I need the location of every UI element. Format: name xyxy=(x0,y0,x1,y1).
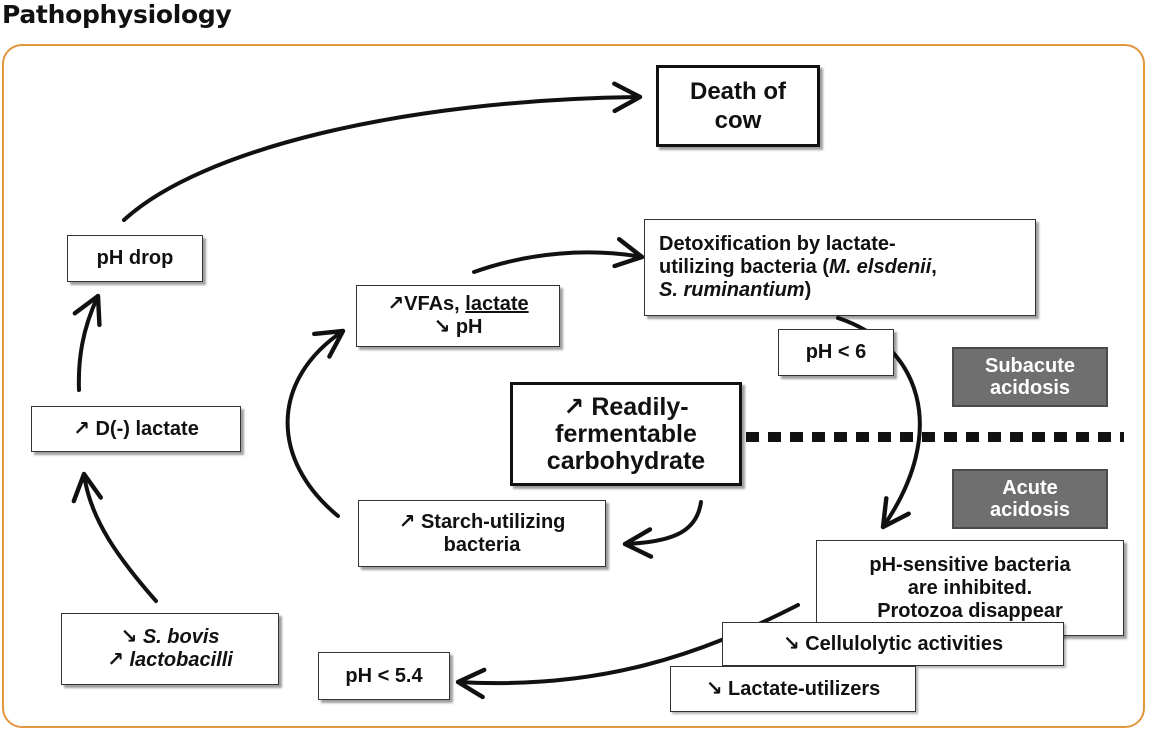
node-readily-fermentable-carbohydrate: ↗ Readily- fermentable carbohydrate xyxy=(510,382,742,486)
node-ph-below-5-4: pH < 5.4 xyxy=(318,652,450,700)
node-ph-below-6: pH < 6 xyxy=(778,329,894,376)
decrease-arrow-icon: ↘ xyxy=(433,316,451,338)
arrow-vfa-to-detox xyxy=(472,237,645,274)
increase-arrow-icon: ↗ xyxy=(563,392,585,421)
arrow-dlactate-to-phdrop xyxy=(72,293,102,392)
increase-arrow-icon: ↗ xyxy=(73,417,90,440)
decrease-arrow-icon: ↘ xyxy=(782,632,800,655)
arrow-readily-to-starch xyxy=(622,500,703,559)
node-s-bovis-lactobacilli: ↘ S. bovis ↗ lactobacilli xyxy=(61,613,279,685)
node-detoxification: Detoxification by lactate- utilizing bac… xyxy=(644,219,1036,316)
node-ph-sensitive-bacteria: pH-sensitive bacteria are inhibited. Pro… xyxy=(816,540,1124,636)
node-vfas-lactate-ph: ↗VFAs, lactate ↘ pH xyxy=(356,285,560,347)
increase-arrow-icon: ↗ xyxy=(398,510,416,533)
arrow-starch-to-vfa xyxy=(285,328,346,518)
increase-arrow-icon: ↗ xyxy=(387,293,405,315)
zone-acute-acidosis: Acute acidosis xyxy=(952,469,1108,529)
arrow-phdrop-to-death xyxy=(122,81,643,222)
node-starch-utilizing-bacteria: ↗ Starch-utilizing bacteria xyxy=(358,500,606,567)
node-death-of-cow: Death of cow xyxy=(656,65,820,147)
page-title: Pathophysiology xyxy=(2,0,232,29)
node-ph-drop: pH drop xyxy=(67,235,203,282)
increase-arrow-icon: ↗ xyxy=(107,649,124,671)
decrease-arrow-icon: ↘ xyxy=(120,626,138,648)
zone-subacute-acidosis: Subacute acidosis xyxy=(952,347,1108,407)
decrease-arrow-icon: ↘ xyxy=(705,677,723,700)
arrow-bovis-to-dlactate xyxy=(71,471,158,603)
node-lactate-utilizers: ↘ Lactate-utilizers xyxy=(670,666,916,712)
node-d-lactate: ↗ D(-) lactate xyxy=(31,406,241,452)
node-cellulolytic-activities: ↘ Cellulolytic activities xyxy=(722,622,1064,666)
